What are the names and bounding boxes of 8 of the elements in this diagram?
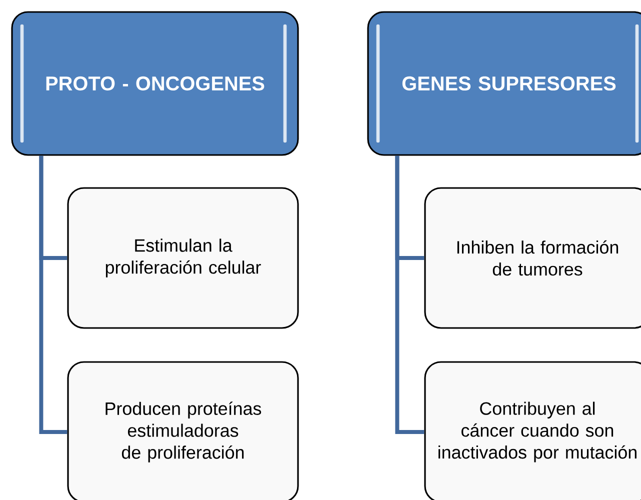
text-box: Inhiben la formación de tumores xyxy=(424,187,641,329)
connector-line xyxy=(395,156,424,434)
title-box: GENES SUPRESORES xyxy=(367,11,641,156)
connector-line xyxy=(39,156,68,434)
text-box: Producen proteínas estimuladoras de proliferación xyxy=(67,361,299,500)
title-box: PROTO - ONCOGENES xyxy=(11,11,299,156)
text-box: Estimulan la proliferación celular xyxy=(67,187,299,329)
text-box: Contribuyen al cáncer cuando son inactivados por mutación xyxy=(424,361,641,500)
